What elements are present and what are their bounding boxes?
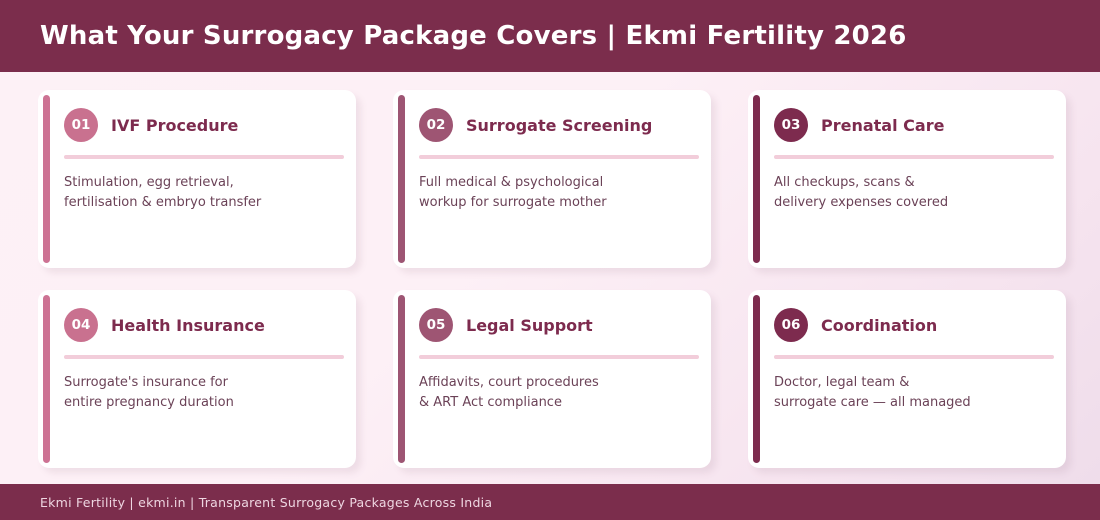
card-divider [419,155,699,159]
card-description: Affidavits, court procedures & ART Act c… [419,374,599,410]
card-accent-bar [398,95,405,263]
footer-caption: Ekmi Fertility | ekmi.in | Transparent S… [40,494,493,510]
footer-bar: Ekmi Fertility | ekmi.in | Transparent S… [0,484,1100,520]
card-description: Full medical & psychological workup for … [419,174,607,210]
card-number-badge: 01 [64,108,98,142]
card-header: 06 Coordination [774,308,1052,342]
card-accent-bar [43,95,50,263]
card-accent-bar [398,295,405,463]
card-description: All checkups, scans & delivery expenses … [774,174,949,210]
card-divider [64,355,344,359]
card-divider [419,355,699,359]
card-header: 05 Legal Support [419,308,697,342]
card-number-badge: 05 [419,308,453,342]
card-divider [774,355,1054,359]
card-accent-bar [753,295,760,463]
page-title: What Your Surrogacy Package Covers | Ekm… [40,21,907,51]
card-accent-bar [753,95,760,263]
card-header: 03 Prenatal Care [774,108,1052,142]
header-bar: What Your Surrogacy Package Covers | Ekm… [0,0,1100,72]
card-description: Surrogate's insurance for entire pregnan… [64,374,234,410]
card-title: Legal Support [466,315,593,335]
card-divider [774,155,1054,159]
card-header: 02 Surrogate Screening [419,108,697,142]
card-accent-bar [43,295,50,463]
card-title: IVF Procedure [111,115,239,135]
card-number-badge: 03 [774,108,808,142]
card-number-badge: 06 [774,308,808,342]
card-description: Doctor, legal team & surrogate care — al… [774,374,971,410]
card-title: Surrogate Screening [466,115,653,135]
card-header: 01 IVF Procedure [64,108,342,142]
card-header: 04 Health Insurance [64,308,342,342]
card-title: Prenatal Care [821,115,945,135]
card-title: Health Insurance [111,315,265,335]
card-number-badge: 02 [419,108,453,142]
card-number-badge: 04 [64,308,98,342]
card-description: Stimulation, egg retrieval, fertilisatio… [64,174,262,210]
card-divider [64,155,344,159]
card-title: Coordination [821,315,938,335]
